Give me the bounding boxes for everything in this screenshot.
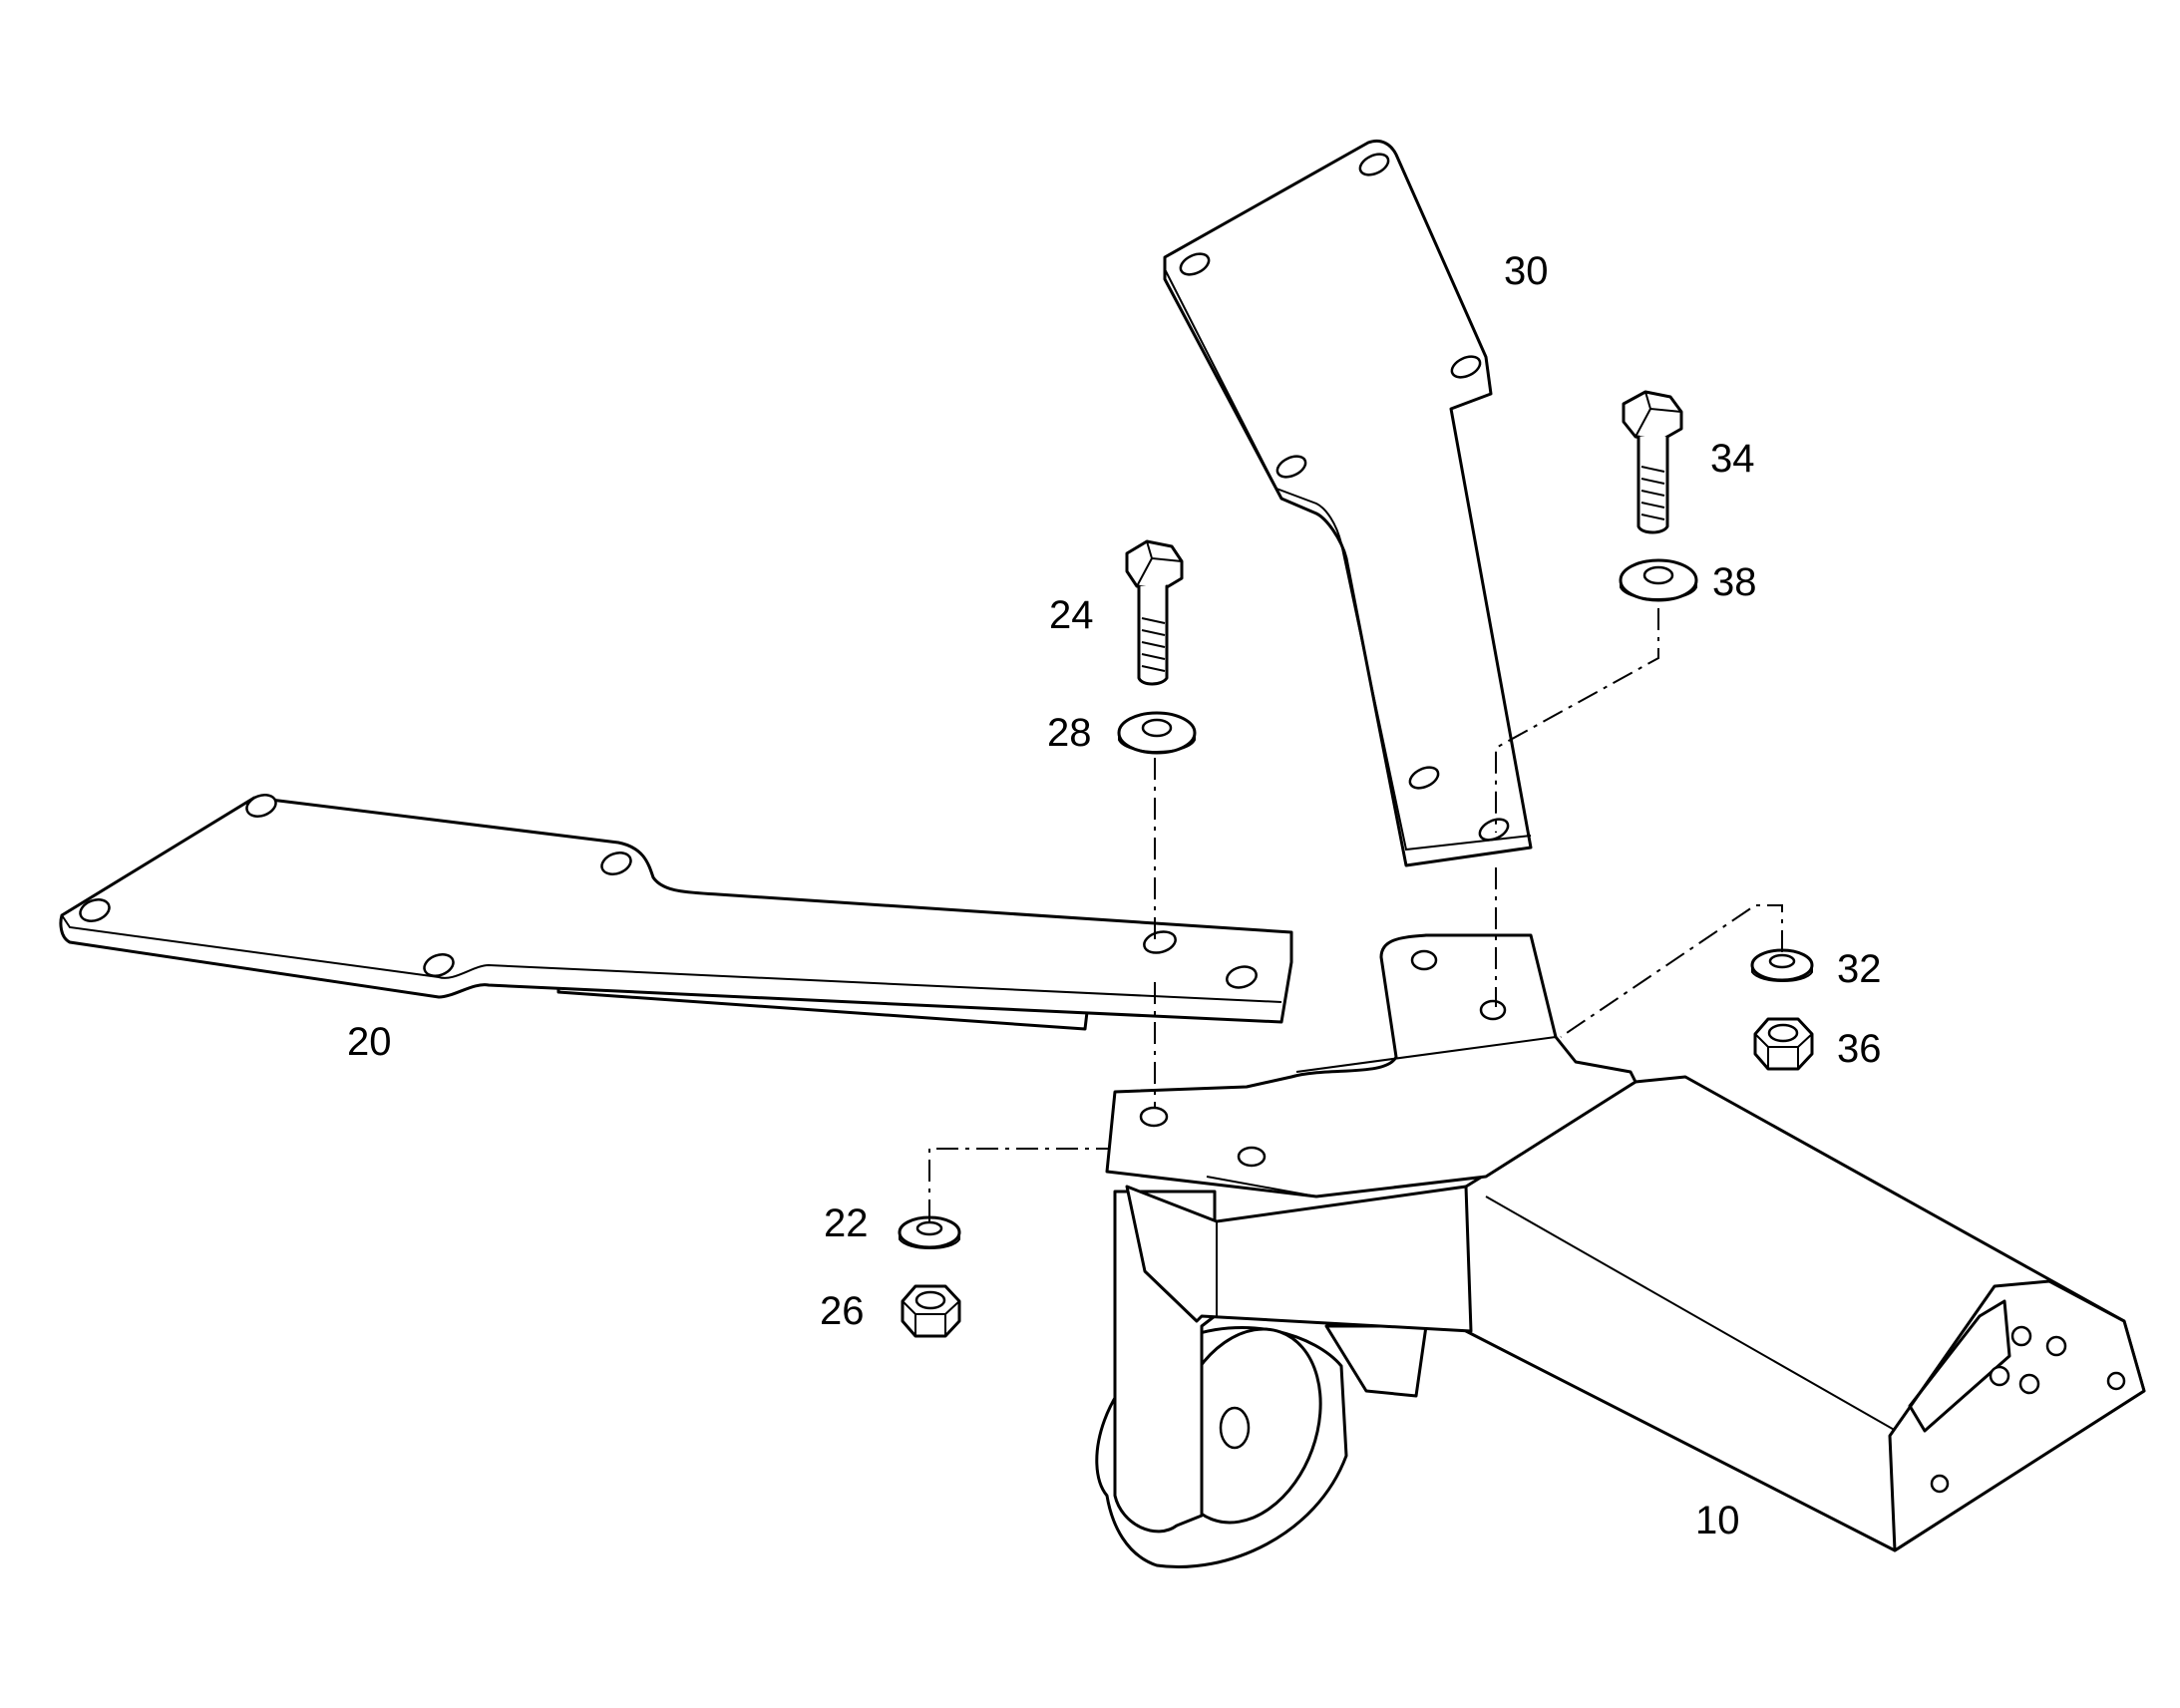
callout-labels: 10 20 22 24 26 28 30 32 34 36 38 — [347, 249, 1882, 1542]
part-30-upper-plate — [1163, 139, 1533, 867]
callout-22: 22 — [824, 1201, 869, 1245]
callout-28: 28 — [1047, 711, 1092, 755]
part-36-nut — [1753, 1017, 1814, 1071]
callout-10: 10 — [1695, 1499, 1740, 1542]
callout-38: 38 — [1712, 560, 1757, 604]
part-28-washer — [1117, 711, 1197, 755]
part-34-bolt — [1622, 390, 1683, 534]
part-20-left-plate — [59, 794, 1293, 1031]
part-32-lock-washer — [1750, 948, 1814, 982]
part-10-frame — [1095, 933, 2146, 1568]
assembly-leader-lines — [928, 608, 1783, 1221]
callout-36: 36 — [1837, 1027, 1882, 1071]
callout-32: 32 — [1837, 947, 1882, 991]
part-24-bolt — [1125, 539, 1184, 686]
part-22-lock-washer — [898, 1215, 961, 1249]
callout-26: 26 — [820, 1289, 865, 1333]
callout-30: 30 — [1504, 249, 1549, 293]
callout-24: 24 — [1049, 593, 1094, 637]
part-38-washer — [1619, 558, 1698, 602]
callout-34: 34 — [1710, 437, 1755, 481]
part-26-nut — [901, 1284, 961, 1338]
callout-20: 20 — [347, 1020, 392, 1064]
